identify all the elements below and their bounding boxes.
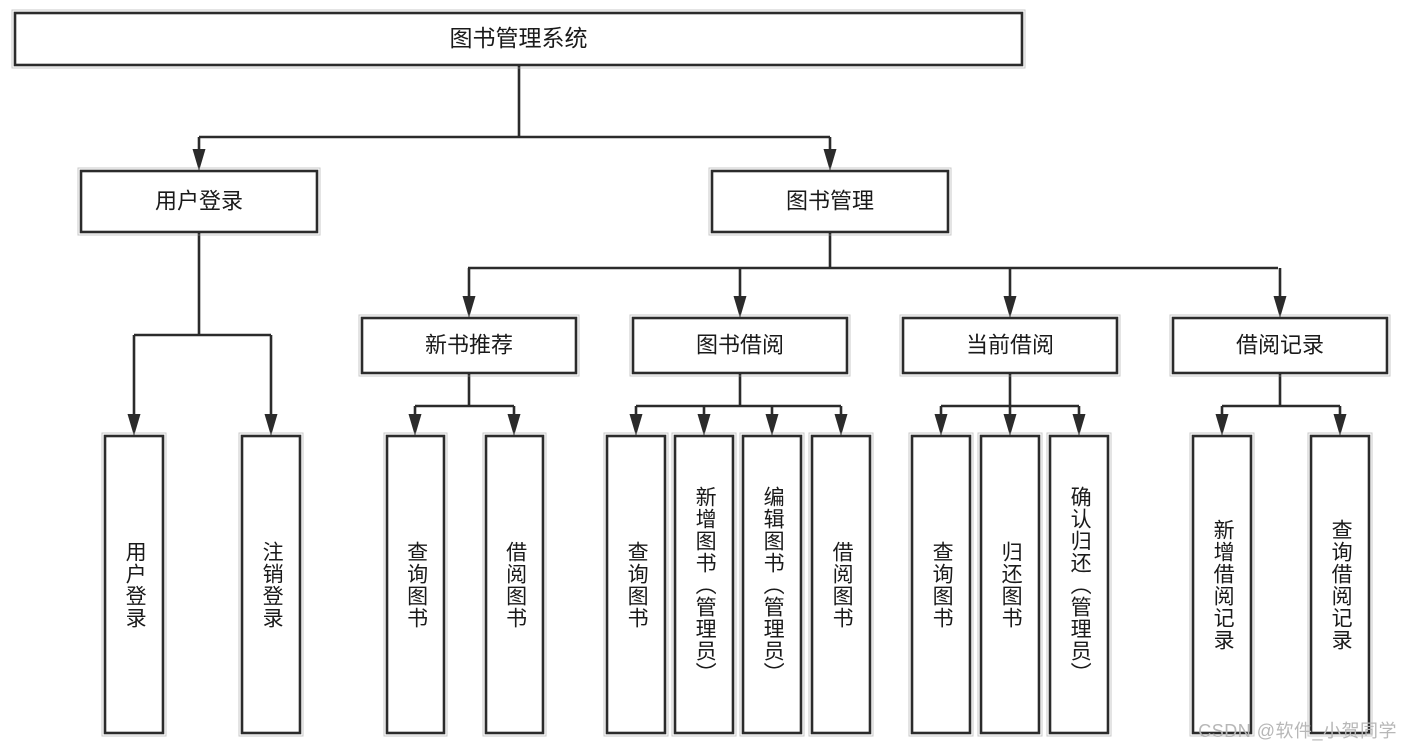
node-leaf-query-record[interactable]	[1307, 432, 1373, 737]
arrow-leaf-query-book-borrow-head	[629, 414, 643, 436]
arrow-leaf-add-record-head	[1215, 414, 1229, 436]
node-new-book-recommend-label: 新书推荐	[425, 332, 513, 357]
node-root-shadow	[11, 9, 1026, 69]
node-book-management-label: 图书管理	[786, 188, 874, 213]
node-leaf-query-book-rec-shadow	[383, 432, 448, 737]
node-current-borrow-rect[interactable]	[901, 316, 1119, 375]
boxes-layer	[11, 9, 1391, 737]
node-leaf-confirm-return-shadow	[1046, 432, 1112, 737]
watermark-text: CSDN @软件_小贺同学	[1198, 721, 1397, 741]
node-book-management[interactable]	[708, 167, 952, 236]
node-leaf-logout-rect[interactable]	[240, 434, 302, 735]
node-leaf-add-book[interactable]	[671, 432, 737, 737]
arrow-leaf-borrow-book-rec-head	[507, 414, 521, 436]
node-new-book-recommend-rect[interactable]	[360, 316, 578, 375]
arrow-leaf-query-record-head	[1333, 414, 1347, 436]
node-book-borrow-rect[interactable]	[631, 316, 849, 375]
node-leaf-add-record-rect[interactable]	[1191, 434, 1253, 735]
node-leaf-query-book-rec-rect[interactable]	[385, 434, 446, 735]
node-leaf-return-book[interactable]	[977, 432, 1043, 737]
connectors-layer	[127, 65, 1347, 436]
arrow-book-management-head	[823, 149, 837, 171]
node-leaf-confirm-return[interactable]	[1046, 432, 1112, 737]
node-leaf-logout[interactable]	[238, 432, 304, 737]
node-leaf-borrow-book[interactable]	[808, 432, 874, 737]
arrow-leaf-user-login-head	[127, 414, 141, 436]
arrow-user-login-head	[192, 149, 206, 171]
arrow-borrow-records-head	[1273, 296, 1287, 318]
node-leaf-borrow-book-rec[interactable]	[482, 432, 547, 737]
node-leaf-confirm-return-rect[interactable]	[1048, 434, 1110, 735]
node-root-rect[interactable]	[13, 11, 1024, 67]
node-leaf-borrow-book-rec-shadow	[482, 432, 547, 737]
node-leaf-user-login-rect[interactable]	[103, 434, 165, 735]
node-new-book-recommend-shadow	[358, 314, 580, 377]
node-leaf-query-book-borrow-shadow	[603, 432, 669, 737]
node-current-borrow-shadow	[899, 314, 1121, 377]
node-leaf-add-book-rect[interactable]	[673, 434, 735, 735]
node-user-login[interactable]	[77, 167, 321, 236]
node-leaf-query-book-rec[interactable]	[383, 432, 448, 737]
node-leaf-borrow-book-shadow	[808, 432, 874, 737]
node-leaf-return-book-rect[interactable]	[979, 434, 1041, 735]
node-leaf-user-login-shadow	[101, 432, 167, 737]
node-leaf-logout-shadow	[238, 432, 304, 737]
node-book-management-shadow	[708, 167, 952, 236]
node-root[interactable]	[11, 9, 1026, 69]
node-leaf-borrow-book-rec-rect[interactable]	[484, 434, 545, 735]
node-leaf-query-record-shadow	[1307, 432, 1373, 737]
node-book-management-rect[interactable]	[710, 169, 950, 234]
node-current-borrow-label: 当前借阅	[966, 332, 1054, 357]
arrow-leaf-logout-head	[264, 414, 278, 436]
node-leaf-query-book-current[interactable]	[908, 432, 974, 737]
node-borrow-records-shadow	[1169, 314, 1391, 377]
arrow-leaf-query-book-rec-head	[408, 414, 422, 436]
node-leaf-query-record-rect[interactable]	[1309, 434, 1371, 735]
node-leaf-query-book-borrow-rect[interactable]	[605, 434, 667, 735]
node-leaf-add-record[interactable]	[1189, 432, 1255, 737]
arrow-leaf-add-book-head	[697, 414, 711, 436]
node-user-login-shadow	[77, 167, 321, 236]
arrow-leaf-return-book-head	[1003, 414, 1017, 436]
arrow-leaf-borrow-book-head	[834, 414, 848, 436]
node-leaf-query-book-current-shadow	[908, 432, 974, 737]
node-borrow-records-rect[interactable]	[1171, 316, 1389, 375]
node-leaf-add-book-shadow	[671, 432, 737, 737]
node-user-login-rect[interactable]	[79, 169, 319, 234]
node-leaf-add-record-shadow	[1189, 432, 1255, 737]
node-user-login-label: 用户登录	[155, 188, 243, 213]
node-book-borrow-shadow	[629, 314, 851, 377]
arrow-leaf-confirm-return-head	[1072, 414, 1086, 436]
node-leaf-borrow-book-rect[interactable]	[810, 434, 872, 735]
node-leaf-query-book-current-rect[interactable]	[910, 434, 972, 735]
node-new-book-recommend[interactable]	[358, 314, 580, 377]
node-root-label: 图书管理系统	[450, 25, 588, 51]
node-borrow-records-label: 借阅记录	[1236, 332, 1324, 357]
node-book-borrow-label: 图书借阅	[696, 332, 784, 357]
node-leaf-edit-book-rect[interactable]	[741, 434, 803, 735]
node-borrow-records[interactable]	[1169, 314, 1391, 377]
node-leaf-edit-book-shadow	[739, 432, 805, 737]
arrow-book-borrow-head	[733, 296, 747, 318]
node-leaf-query-book-borrow[interactable]	[603, 432, 669, 737]
arrow-leaf-edit-book-head	[765, 414, 779, 436]
arrow-new-book-recommend-head	[462, 296, 476, 318]
node-leaf-user-login[interactable]	[101, 432, 167, 737]
arrow-leaf-query-book-current-head	[934, 414, 948, 436]
node-current-borrow[interactable]	[899, 314, 1121, 377]
node-book-borrow[interactable]	[629, 314, 851, 377]
arrow-current-borrow-head	[1003, 296, 1017, 318]
node-leaf-edit-book[interactable]	[739, 432, 805, 737]
node-leaf-return-book-shadow	[977, 432, 1043, 737]
